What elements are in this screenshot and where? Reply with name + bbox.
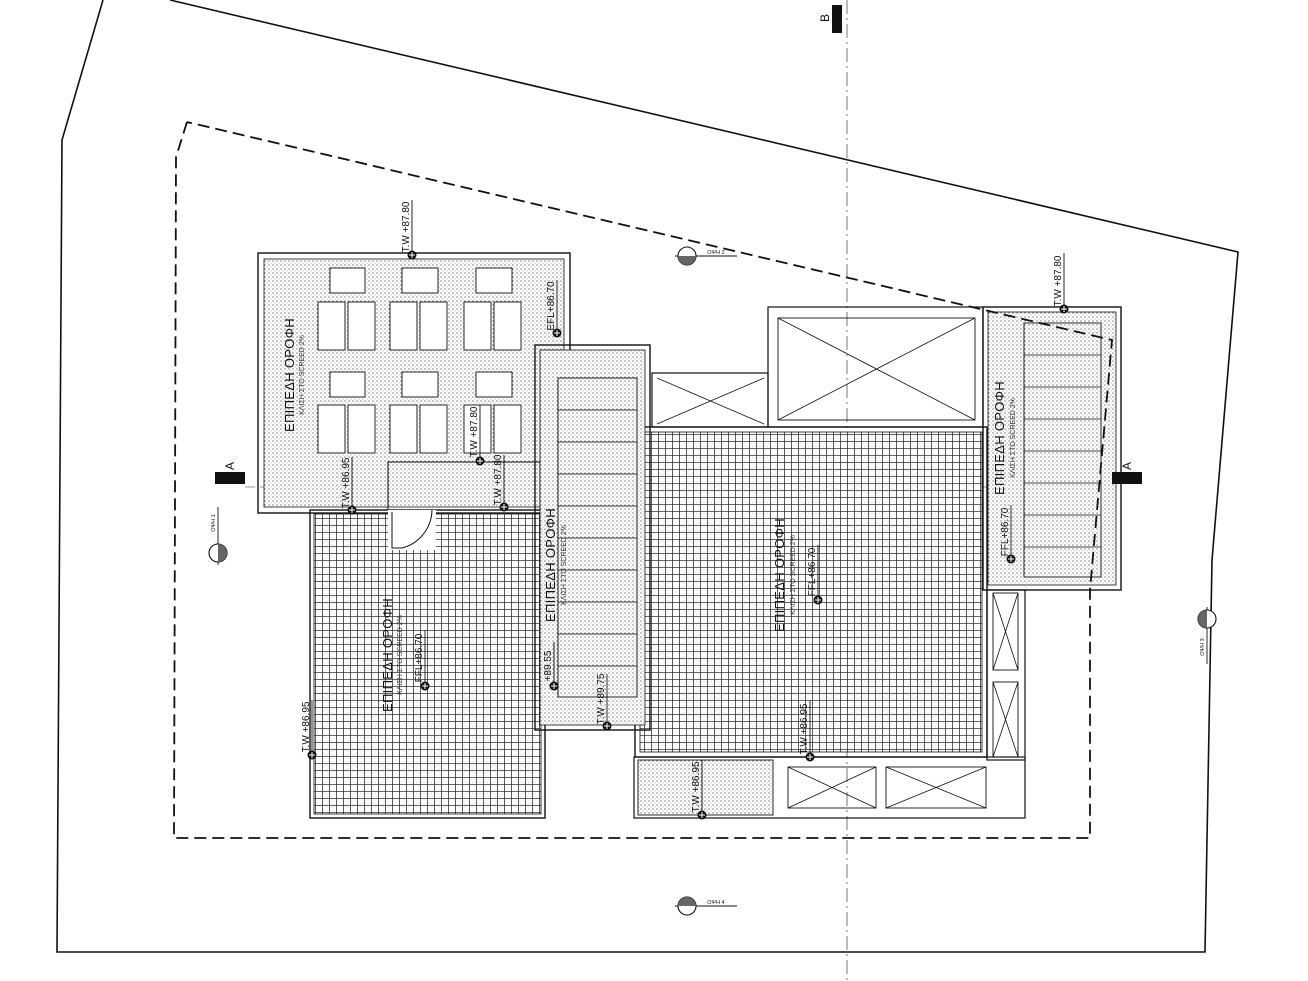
level-label: FFL+86.70 (807, 547, 818, 596)
level-marker: FFL+86.70 (414, 630, 430, 691)
roof-title: ΕΠΙΠΕΔΗ ΟΡΟΦΗ (992, 381, 1007, 495)
roof-block-lower-left (309, 509, 546, 819)
level-label: T.W +86.95 (341, 457, 352, 508)
view-label: ΟΨΗ 2 (707, 250, 724, 256)
section-marker-b-top: B (818, 5, 842, 33)
level-marker: T.W +86.95 (301, 700, 317, 760)
view-marker-2: ΟΨΗ 2 (675, 246, 737, 266)
roof-label-upper-left: ΕΠΙΠΕΔΗ ΟΡΟΦΗ ΚΛΙΣΗ ΣΤΟ SCREED 2% (282, 318, 306, 432)
roof-block-center (634, 426, 988, 758)
roof-label-center-strip: ΕΠΙΠΕΔΗ ΟΡΟΦΗ ΚΛΙΣΗ ΣΤΟ SCREED 2% (543, 508, 568, 622)
level-label: T.W +87.80 (493, 454, 504, 505)
view-label: ΟΨΗ 4 (707, 900, 724, 906)
level-marker: T.W +86.95 (341, 457, 357, 515)
level-label: T.W +87.80 (1053, 255, 1064, 306)
level-label: FFL+86.70 (414, 633, 425, 682)
level-label: +89.55 (543, 650, 554, 681)
level-marker: FFL+86.70 (1000, 505, 1016, 564)
section-label: A (223, 462, 237, 470)
roof-note: ΚΛΙΣΗ ΣΤΟ SCREED 2% (299, 335, 306, 415)
section-label: B (818, 14, 832, 22)
level-label: T.W +89.75 (596, 673, 607, 724)
section-marker-a-left: A (215, 462, 245, 484)
level-label: T.W +86.95 (691, 761, 702, 812)
setback-line (173, 121, 1113, 839)
roof-label-lower-left: ΕΠΙΠΕΔΗ ΟΡΟΦΗ ΚΛΙΣΗ ΣΤΟ SCREED 2% (380, 598, 404, 712)
roof-block-upper-left (257, 252, 571, 514)
view-label: ΟΨΗ 1 (211, 514, 217, 531)
section-label: A (1120, 462, 1134, 470)
level-marker: FFL+86.70 (807, 545, 823, 605)
level-marker: T.W +86.95 (691, 760, 707, 820)
level-marker: +89.55 (543, 642, 559, 691)
bottom-strip (633, 756, 1026, 819)
roof-title: ΕΠΙΠΕΔΗ ΟΡΟΦΗ (772, 518, 787, 632)
solar-panels (317, 267, 522, 454)
void-box-upper-center (767, 306, 984, 428)
view-marker-1: ΟΨΗ 1 (208, 507, 228, 565)
level-label: T.W +86.95 (799, 703, 810, 754)
roof-title: ΕΠΙΠΕΔΗ ΟΡΟΦΗ (543, 508, 558, 622)
level-marker: T.W +87.80 (493, 454, 509, 512)
roof-note: ΚΛΙΣΗ ΣΤΟ SCREED 2% (397, 615, 404, 695)
level-marker: T.W +87.80 (401, 200, 417, 260)
level-marker: T.W +89.75 (596, 673, 612, 731)
view-marker-3: ΟΨΗ 3 (1197, 607, 1217, 664)
level-label: FFL+86.70 (1000, 507, 1011, 556)
view-marker-4: ΟΨΗ 4 (675, 896, 737, 916)
level-marker: EFL+86.70 (546, 280, 562, 338)
level-label: T.W +87.80 (401, 201, 412, 252)
section-marker-a-right: A (1112, 462, 1142, 484)
roof-label-center: ΕΠΙΠΕΔΗ ΟΡΟΦΗ ΚΛΙΣΗ ΣΤΟ SCREED 2% (772, 518, 797, 632)
roof-note: ΚΛΙΣΗ ΣΤΟ SCREED 2% (561, 525, 568, 605)
door-swing (391, 509, 433, 549)
level-marker: T.W +86.95 (799, 701, 815, 762)
roof-block-center-strip (534, 344, 651, 731)
roof-title: ΕΠΙΠΕΔΗ ΟΡΟΦΗ (380, 598, 395, 712)
plot-boundary (56, 0, 1239, 953)
view-label: ΟΨΗ 3 (1200, 638, 1206, 655)
level-label: T.W +87.80 (469, 406, 480, 457)
roof-label-right-strip: ΕΠΙΠΕΔΗ ΟΡΟΦΗ ΚΛΙΣΗ ΣΤΟ SCREED 2% (992, 381, 1017, 495)
level-label: EFL+86.70 (546, 281, 557, 331)
roof-note: ΚΛΙΣΗ ΣΤΟ SCREED 2% (1010, 398, 1017, 478)
right-column (986, 589, 1026, 761)
void-box-small (651, 372, 769, 428)
roof-note: ΚΛΙΣΗ ΣΤΟ SCREED 2% (790, 535, 797, 615)
roof-title: ΕΠΙΠΕΔΗ ΟΡΟΦΗ (282, 318, 297, 432)
level-label: T.W +86.95 (301, 701, 312, 752)
level-marker: T.W +87.80 (469, 405, 485, 466)
level-marker: T.W +87.80 (1053, 253, 1069, 314)
